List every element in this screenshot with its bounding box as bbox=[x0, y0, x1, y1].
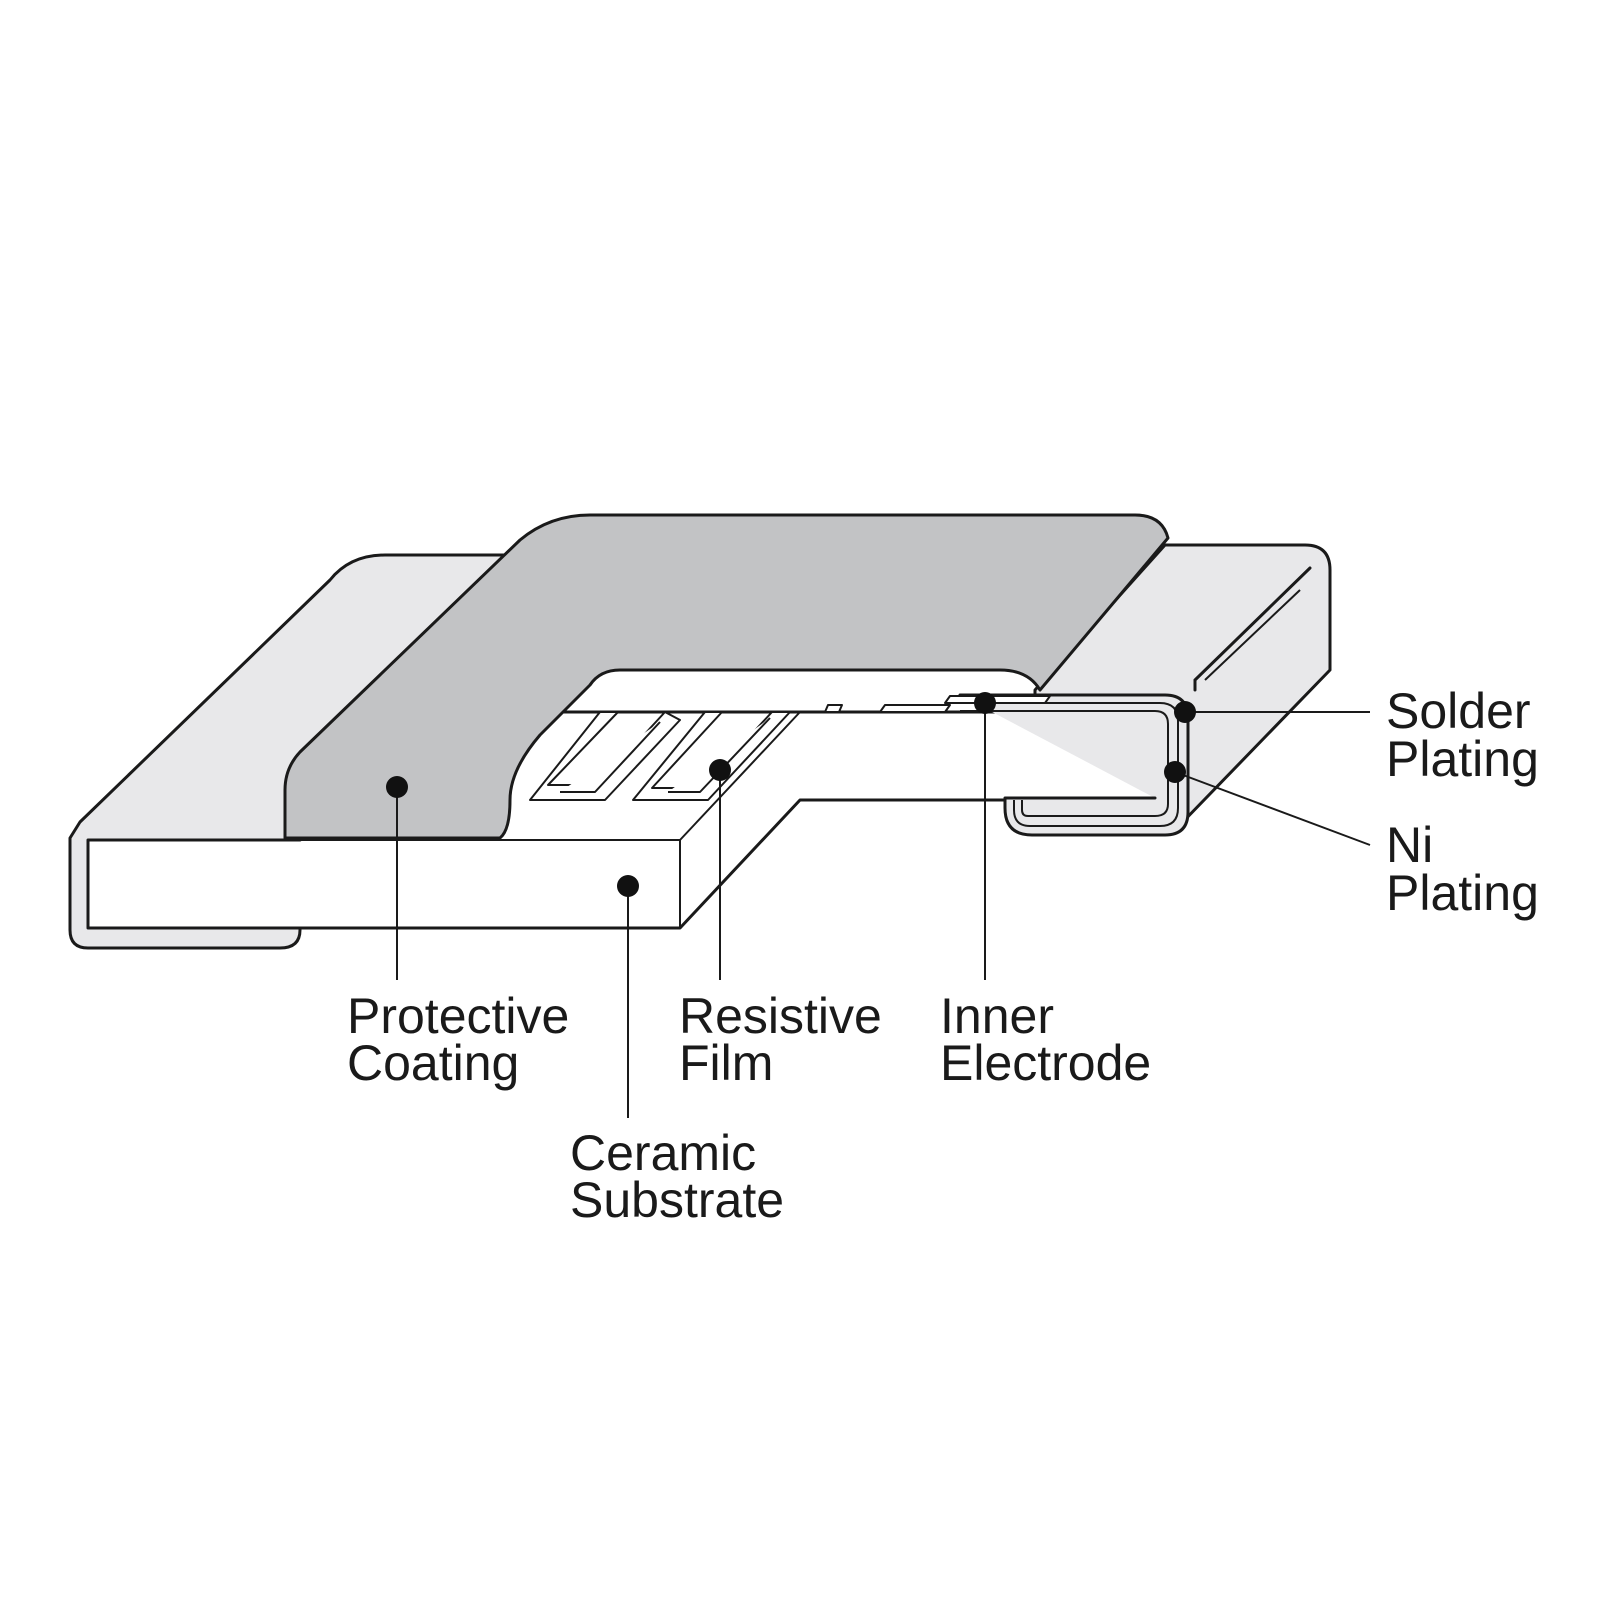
plating-layers bbox=[958, 693, 1190, 837]
dot-solder-plating bbox=[1174, 701, 1196, 723]
label-solder-plating-line2: Plating bbox=[1386, 731, 1539, 787]
label-protective-coating-line2: Coating bbox=[347, 1035, 519, 1091]
leader-ni-plating bbox=[1174, 771, 1371, 846]
label-inner-electrode-line2: Electrode bbox=[940, 1035, 1151, 1091]
dot-ceramic-substrate bbox=[617, 875, 639, 897]
dot-resistive-film bbox=[709, 759, 731, 781]
callout-dots bbox=[386, 692, 1196, 897]
label-resistive-film-line2: Film bbox=[679, 1035, 773, 1091]
dot-ni-plating bbox=[1164, 761, 1186, 783]
label-ni-plating-line2: Plating bbox=[1386, 865, 1539, 921]
label-solder-plating-line1: Solder bbox=[1386, 683, 1531, 739]
label-protective-coating: Protective Coating bbox=[347, 988, 569, 1091]
protective-coating bbox=[283, 513, 1170, 840]
label-inner-electrode-line1: Inner bbox=[940, 988, 1054, 1044]
dot-protective-coating bbox=[386, 776, 408, 798]
resistive-film-traces bbox=[529, 711, 791, 801]
leader-lines bbox=[396, 703, 1371, 1118]
dot-inner-electrode bbox=[974, 692, 996, 714]
label-resistive-film-line1: Resistive bbox=[679, 988, 882, 1044]
label-ni-plating: Ni Plating bbox=[1386, 817, 1539, 921]
label-protective-coating-line1: Protective bbox=[347, 988, 569, 1044]
label-ceramic-substrate-line1: Ceramic bbox=[570, 1125, 756, 1181]
label-ceramic-substrate: Ceramic Substrate bbox=[570, 1125, 784, 1228]
label-solder-plating: Solder Plating bbox=[1386, 683, 1539, 787]
label-resistive-film: Resistive Film bbox=[679, 988, 882, 1091]
inner-electrode-strips bbox=[824, 695, 1051, 713]
label-ceramic-substrate-line2: Substrate bbox=[570, 1172, 784, 1228]
label-inner-electrode: Inner Electrode bbox=[940, 988, 1151, 1091]
label-ni-plating-line1: Ni bbox=[1386, 817, 1433, 873]
